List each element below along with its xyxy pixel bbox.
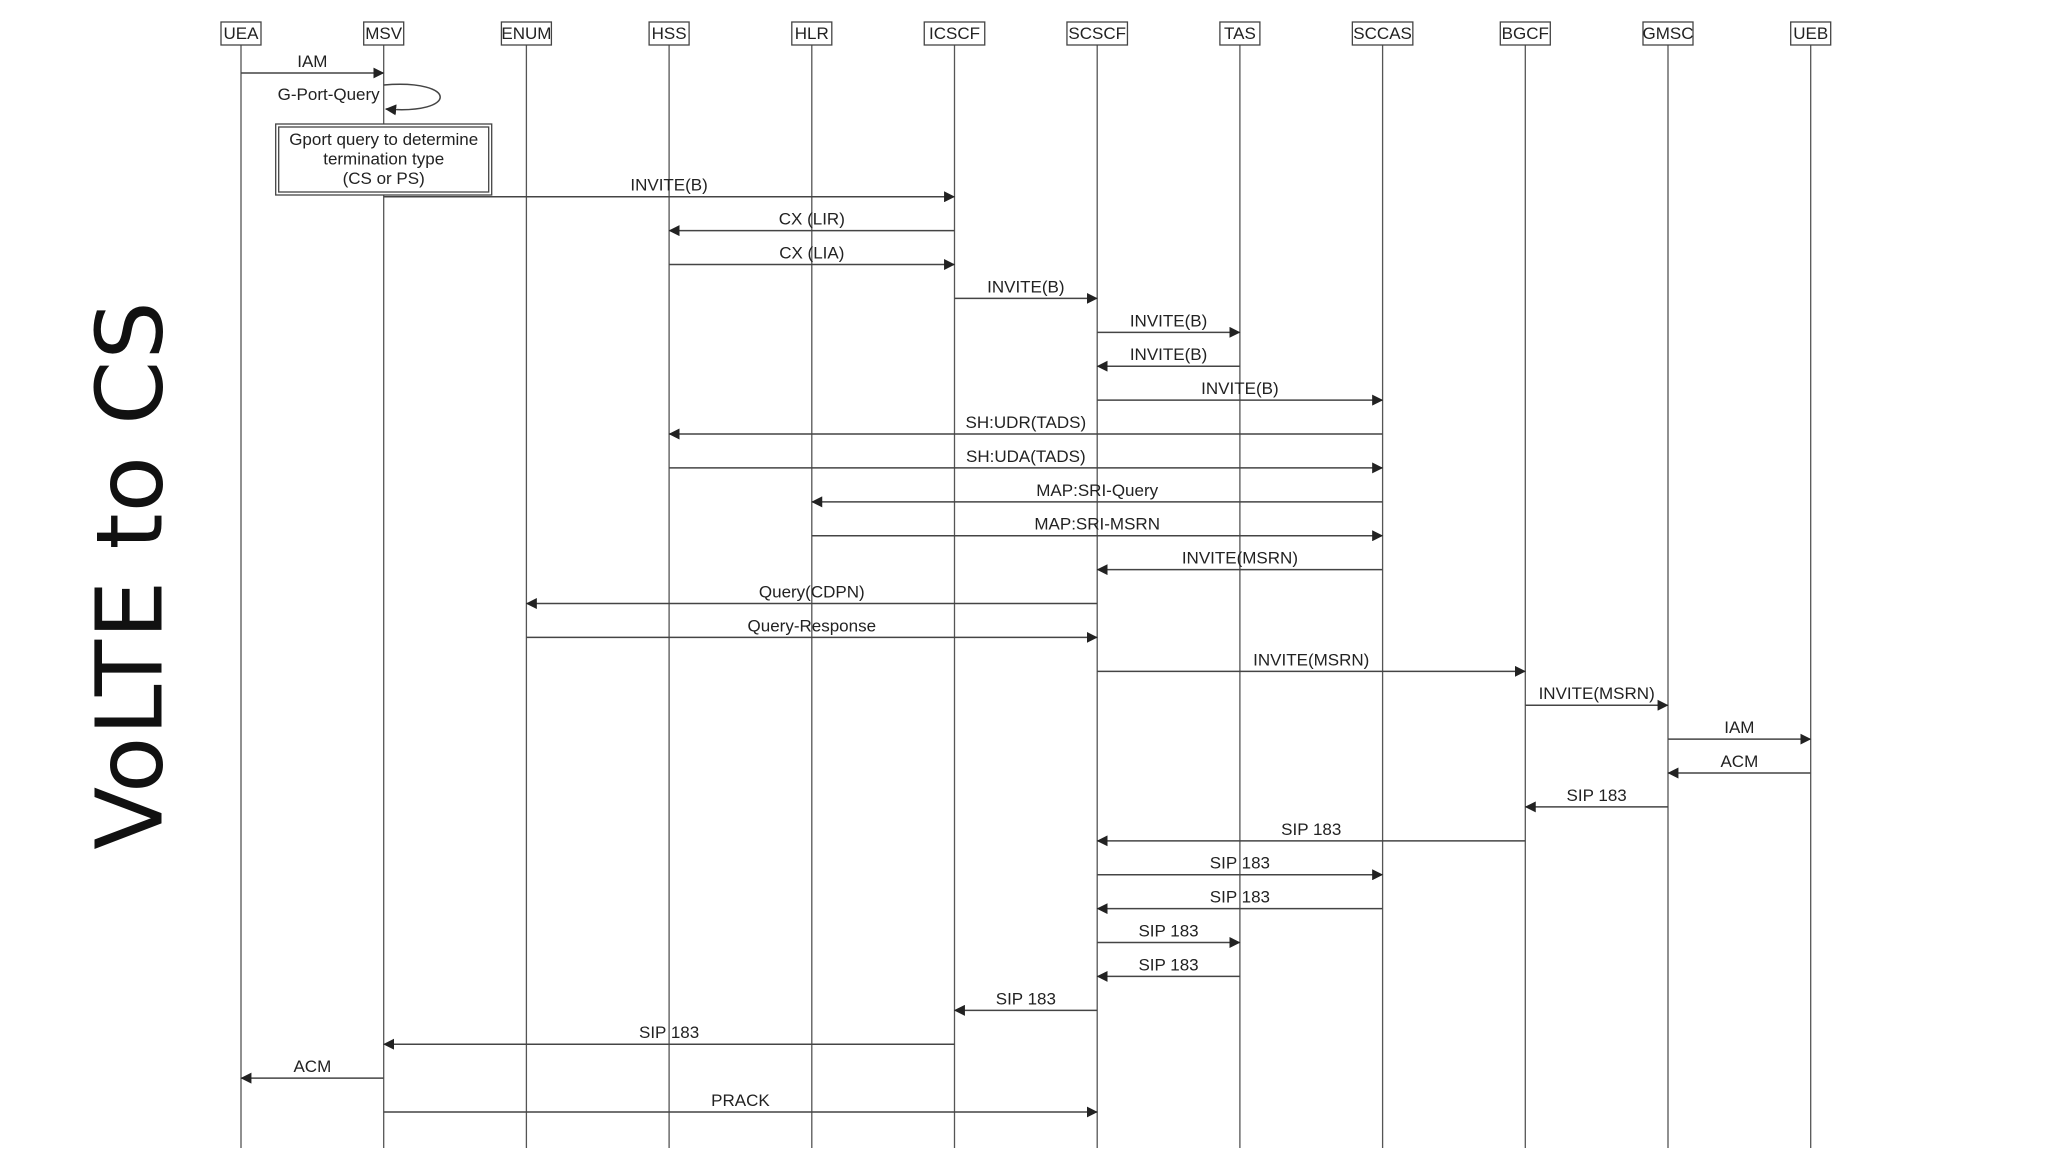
message-acm: ACM [240,1057,384,1084]
message-label: ACM [1720,752,1758,771]
message-sip-183: SIP 183 [383,1023,955,1050]
participant-box-enum [500,21,553,46]
message-prack: PRACK [383,1091,1098,1118]
participant-box-ueb [1790,21,1832,46]
note-line: termination type [323,150,444,169]
message-label: Query(CDPN) [759,583,865,602]
lifelines [240,45,1812,1148]
message-label: SIP 183 [1138,922,1198,941]
message-invite-msrn: INVITE(MSRN) [1525,684,1669,711]
participant-label-enum: ENUM [501,24,551,43]
message-iam: IAM [1668,718,1812,745]
message-sip-183: SIP 183 [1096,955,1240,982]
participant-label-hlr: HLR [795,24,829,43]
message-label: SIP 183 [1210,854,1270,873]
message-label: IAM [297,52,327,71]
message-acm: ACM [1667,752,1811,779]
message-cx-lia: CX (LIA) [669,244,956,271]
participant-box-scscf [1066,21,1129,46]
message-label: INVITE(B) [1130,345,1207,364]
participant-label-hss: HSS [652,24,687,43]
message-label: SIP 183 [1138,955,1198,974]
participant-label-msv: MSV [365,24,403,43]
message-invite-b: INVITE(B) [383,176,956,203]
message-label: SIP 183 [1281,820,1341,839]
participants: UEA MSV ENUM HSS HLR ICSCF SCSCF TAS SCCAS BGCF GM… [220,21,1832,46]
message-label: SIP 183 [1210,888,1270,907]
message-label: Query-Response [748,616,877,635]
message-arrow [383,83,441,116]
message-sip-183: SIP 183 [1524,786,1668,813]
message-sip-183: SIP 183 [1097,922,1241,949]
message-iam: IAM [241,52,385,79]
message-sip-183: SIP 183 [1097,854,1384,881]
message-label: IAM [1724,718,1754,737]
participant-box-icscf [923,21,986,46]
participant-box-hlr [791,21,833,46]
message-label: G-Port-Query [278,85,381,104]
message-label: INVITE(B) [1130,311,1207,330]
participant-box-tas [1219,21,1261,46]
participant-box-sccas [1351,21,1414,46]
message-query-cdpn: Query(CDPN) [525,583,1098,610]
message-label: SIP 183 [1567,786,1627,805]
message-label: INVITE(B) [987,277,1064,296]
message-label: INVITE(B) [1201,379,1278,398]
message-label: MAP:SRI-Query [1036,481,1158,500]
note-inner-frame [278,126,490,193]
message-label: ACM [293,1057,331,1076]
message-invite-b: INVITE(B) [954,277,1098,304]
message-invite-msrn: INVITE(MSRN) [1096,549,1383,576]
message-sip-183: SIP 183 [1096,820,1526,847]
message-sip-183: SIP 183 [1096,888,1383,915]
message-invite-b: INVITE(B) [1097,311,1241,338]
participant-box-hss [648,21,690,46]
participant-label-uea: UEA [224,24,260,43]
participant-box-msv [363,21,405,46]
message-invite-b: INVITE(B) [1096,345,1240,372]
message-invite-msrn: INVITE(MSRN) [1097,650,1526,677]
participant-label-ueb: UEB [1793,24,1828,43]
message-label: MAP:SRI-MSRN [1034,515,1160,534]
message-cx-lir: CX (LIR) [668,210,955,237]
participant-label-scscf: SCSCF [1068,24,1126,43]
message-label: SH:UDR(TADS) [966,413,1087,432]
message-label: SIP 183 [996,989,1056,1008]
message-query-response: Query-Response [526,616,1098,643]
message-label: INVITE(B) [630,176,707,195]
message-sip-183: SIP 183 [953,989,1098,1016]
message-map-sri-query: MAP:SRI-Query [811,481,1383,508]
participant-label-icscf: ICSCF [929,24,980,43]
message-label: CX (LIA) [779,244,844,263]
participant-box-gmsc [1642,21,1694,46]
message-sh-udr-tads: SH:UDR(TADS) [668,413,1383,440]
participant-box-uea [220,21,262,46]
note-line: (CS or PS) [343,169,425,188]
note-line: Gport query to determine [289,130,478,149]
participant-label-bgcf: BGCF [1502,24,1549,43]
participant-label-tas: TAS [1224,24,1256,43]
message-map-sri-msrn: MAP:SRI-MSRN [811,515,1384,542]
message-label: SIP 183 [639,1023,699,1042]
message-label: INVITE(MSRN) [1539,684,1655,703]
message-label: PRACK [711,1091,770,1110]
participant-box-bgcf [1499,21,1551,46]
message-label: INVITE(MSRN) [1182,549,1298,568]
message-g-port-query: G-Port-Query [278,83,441,116]
message-sh-uda-tads: SH:UDA(TADS) [669,447,1384,474]
message-label: CX (LIR) [779,210,845,229]
message-invite-b: INVITE(B) [1097,379,1384,406]
message-label: SH:UDA(TADS) [966,447,1086,466]
message-label: INVITE(MSRN) [1253,650,1369,669]
participant-label-gmsc: GMSC [1643,24,1694,43]
participant-label-sccas: SCCAS [1353,24,1412,43]
